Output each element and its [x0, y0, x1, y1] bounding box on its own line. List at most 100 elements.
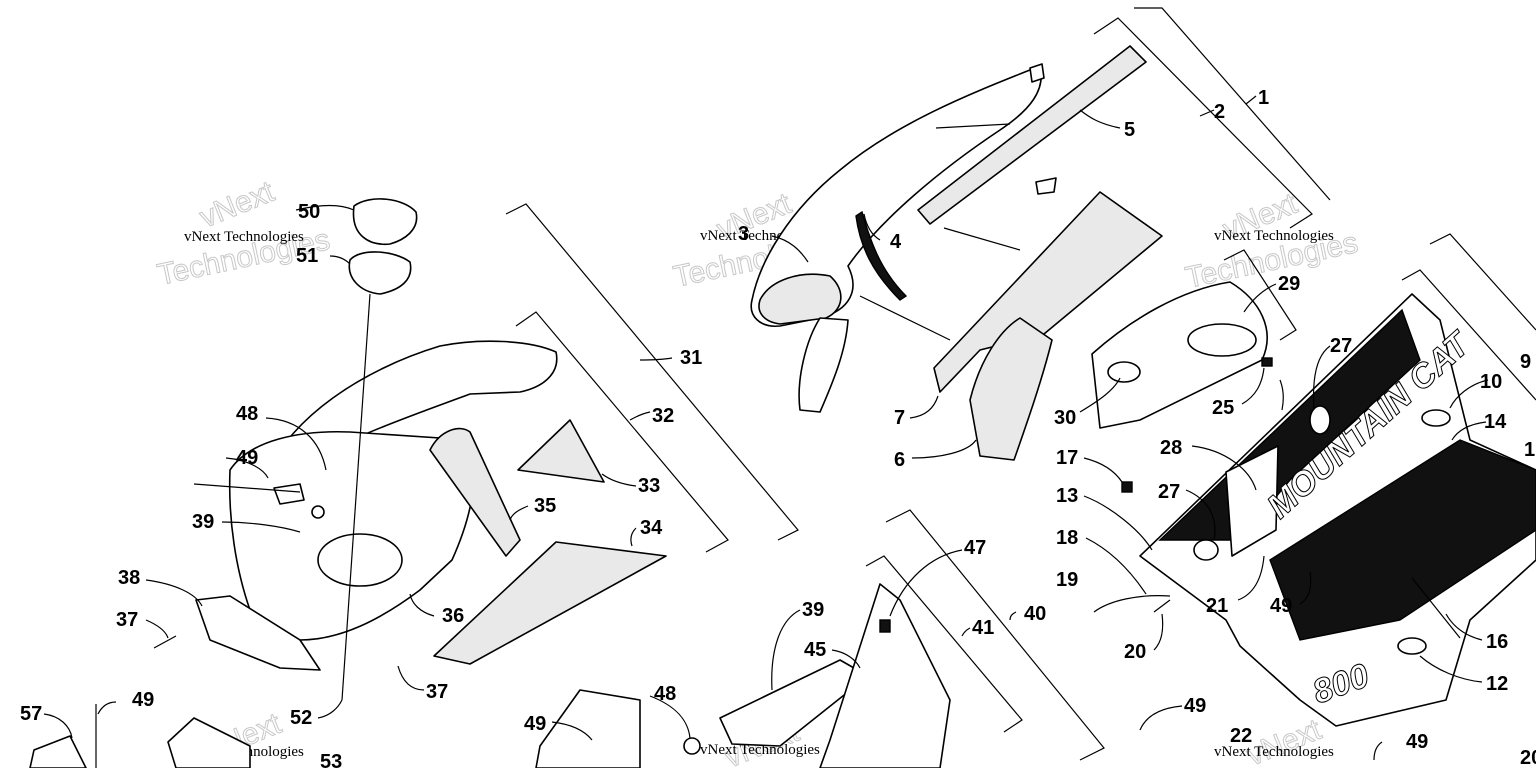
callout-label: 20 [1520, 747, 1536, 768]
callout-label: 47 [964, 537, 986, 559]
callout-label: 49 [1406, 731, 1428, 753]
gasket-50 [352, 198, 418, 246]
leader-line [1411, 577, 1461, 639]
lower-fairing-assembly [195, 198, 667, 701]
bracket-41 [865, 555, 1023, 733]
foam-strip-5 [917, 45, 1147, 225]
clip [1029, 63, 1045, 83]
decal-panel-dark [1158, 308, 1421, 541]
bottom-parts [29, 583, 951, 768]
windshield-piece-3 [750, 65, 1042, 327]
foam-pad-3 [758, 273, 842, 325]
callout-label: 5 [1124, 119, 1135, 141]
vent-51 [348, 251, 412, 295]
screw-20 [1153, 599, 1171, 613]
callout-label: 20 [1124, 641, 1146, 663]
side-panel-30 [1091, 281, 1268, 429]
callout-label: 40 [1024, 603, 1046, 625]
callout-label: 36 [442, 605, 464, 627]
cable-19 [1093, 595, 1171, 613]
bracket-40 [885, 509, 1105, 761]
bracket-2 [1093, 17, 1313, 229]
callout-label: 27 [1158, 481, 1180, 503]
callout-label: 18 [1056, 527, 1078, 549]
foam-block-6 [969, 317, 1053, 461]
trim-45 [719, 659, 869, 747]
watermark-text: vNext Technologies [184, 229, 304, 245]
bracket-29 [1223, 249, 1297, 341]
mesh-screen-28 [1225, 445, 1279, 557]
foam-block-35 [429, 427, 521, 557]
clip-47 [879, 619, 891, 633]
callout-label: 41 [972, 617, 994, 639]
bracket-31 [505, 203, 799, 541]
bracket-9b [1429, 233, 1536, 331]
callout-labels: 1 2 3 4 5 6 7 9 10 12 13 14 16 17 18 19 … [20, 87, 1536, 768]
watermark-text: vNext Technologies [1214, 228, 1334, 244]
callout-label: 53 [320, 751, 342, 768]
callout-label: 1 [1524, 439, 1535, 461]
callout-label: 4 [890, 231, 902, 253]
callout-label: 13 [1056, 485, 1078, 507]
callout-label: 49 [524, 713, 546, 735]
callout-label: 48 [654, 683, 676, 705]
side-panel-assembly-29 [1091, 281, 1273, 429]
callout-label: 22 [1230, 725, 1252, 747]
clip-25 [1261, 357, 1273, 367]
callout-label: 3 [738, 223, 749, 245]
callout-label: 27 [1330, 335, 1352, 357]
side-trim-38 [195, 595, 321, 671]
plug-12 [1397, 637, 1427, 655]
leader-line [943, 227, 1021, 251]
watermark-text: vNext Technologies [700, 742, 820, 758]
callout-label: 29 [1278, 273, 1300, 295]
washer [311, 505, 325, 519]
callout-label: 31 [680, 347, 702, 369]
callout-label: 35 [534, 495, 556, 517]
callout-label: 19 [1056, 569, 1078, 591]
callout-label: 34 [640, 517, 663, 539]
callout-label: 30 [1054, 407, 1076, 429]
part-53 [167, 717, 251, 768]
clip [1035, 177, 1057, 195]
callout-label: 48 [236, 403, 258, 425]
side-panel-41 [819, 583, 951, 768]
leader-line [859, 295, 951, 341]
windshield-assembly [750, 45, 1163, 461]
bracket-9a [1401, 269, 1536, 401]
bracket-32 [515, 311, 729, 553]
callout-label: 49 [1270, 595, 1292, 617]
plug-27 [1309, 405, 1331, 435]
callout-label: 28 [1160, 437, 1182, 459]
callout-label: 38 [118, 567, 140, 589]
grommet-48 [683, 737, 701, 755]
assembly-brackets [505, 7, 1536, 761]
callout-label: 37 [116, 609, 138, 631]
callout-label: 1 [1258, 87, 1269, 109]
nose-cone-assembly: MOUNTAIN CAT 800 [1093, 293, 1536, 727]
fastener [1107, 361, 1141, 383]
callout-label: 12 [1486, 673, 1508, 695]
callout-label: 52 [290, 707, 312, 729]
trim-strip-4 [855, 210, 908, 301]
decal-panel-lower [1269, 439, 1536, 641]
callout-label: 21 [1206, 595, 1228, 617]
panel-cutout [1187, 323, 1257, 357]
callout-label: 10 [1480, 371, 1502, 393]
callout-label: 7 [894, 407, 905, 429]
callout-label: 32 [652, 405, 674, 427]
callout-label: 57 [20, 703, 42, 725]
nose-cone [1139, 293, 1536, 727]
plug-10 [1421, 409, 1451, 427]
callout-label: 51 [296, 245, 318, 267]
callout-label: 45 [804, 639, 826, 661]
callout-label: 49 [1184, 695, 1206, 717]
callout-label: 49 [132, 689, 154, 711]
callout-label: 37 [426, 681, 448, 703]
duct-36 [317, 533, 403, 587]
callout-label: 2 [1214, 101, 1225, 123]
foam-pad-34 [433, 541, 667, 665]
windshield-lower-trim [798, 317, 849, 413]
callout-label: 16 [1486, 631, 1508, 653]
